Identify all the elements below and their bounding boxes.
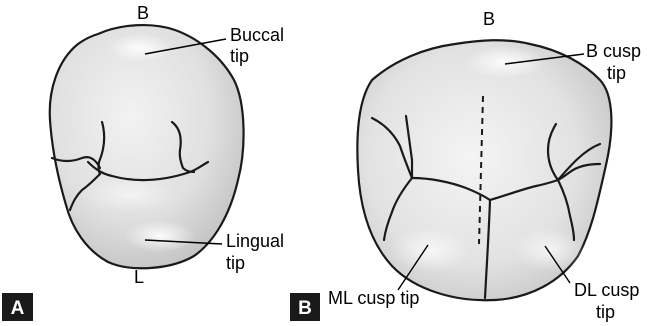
- b-cusp-tip-label-line1: B cusp: [586, 41, 641, 61]
- lingual-tip-label-line2: tip: [226, 253, 245, 273]
- buccal-tip-label-line1: Buccal: [230, 25, 284, 45]
- panel-b: B B cusp tip ML cusp tip DL cusp tip B: [290, 9, 641, 322]
- dl-cusp-tip-label-line2: tip: [596, 302, 615, 322]
- panel-a-bottom-letter: L: [134, 267, 144, 287]
- panel-a-label: A: [11, 298, 25, 319]
- panel-b-top-letter: B: [483, 9, 495, 29]
- b-cusp-tip-label-line2: tip: [607, 63, 626, 83]
- lingual-tip-label-line1: Lingual: [226, 231, 284, 251]
- panel-a: B L Buccal tip Lingual tip A: [2, 3, 284, 321]
- buccal-tip-label-line2: tip: [230, 46, 249, 66]
- dl-cusp-tip-label-line1: DL cusp: [574, 280, 639, 300]
- panel-a-top-letter: B: [137, 3, 149, 23]
- panel-b-label: B: [298, 298, 312, 319]
- ml-cusp-tip-label: ML cusp tip: [328, 288, 419, 308]
